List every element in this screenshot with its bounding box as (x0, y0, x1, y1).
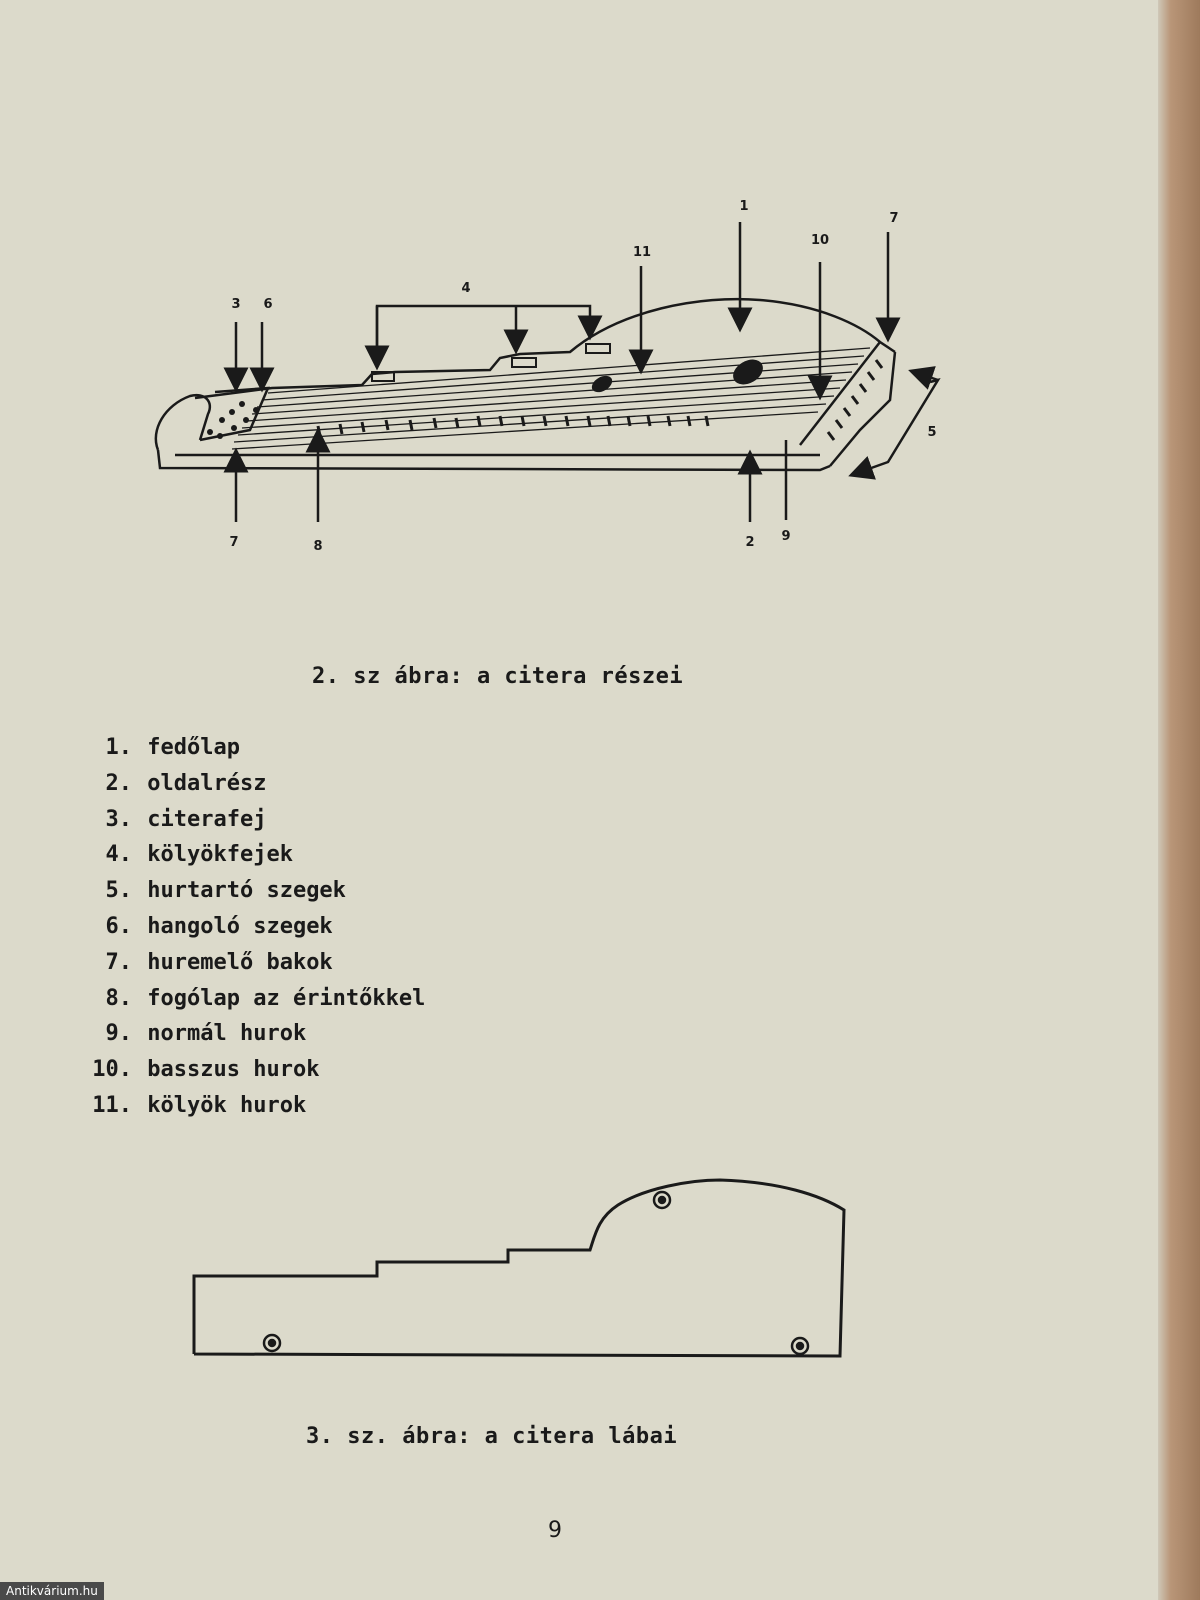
list-item: 6. hangoló szegek (105, 913, 333, 939)
tuning-pegs (207, 401, 259, 439)
document-page: 1 11 10 7 4 3 6 5 7 8 2 9 2. sz ábra: a … (0, 0, 1168, 1600)
sound-hole-large (733, 359, 763, 385)
callout-6: 6 (263, 297, 272, 312)
kolyokfej-pegs (371, 343, 611, 382)
callout-3: 3 (231, 297, 240, 312)
list-item: 3. citerafej (105, 806, 267, 832)
zither-body (154, 297, 897, 472)
list-item: 1. fedőlap (105, 735, 240, 760)
callout-11: 11 (633, 245, 651, 260)
zither-feet-diagram (192, 1178, 846, 1358)
list-item: 7. huremelő bakok (105, 949, 333, 975)
list-item: 2. oldalrész (105, 770, 267, 796)
feet (262, 1190, 810, 1356)
figure-2-caption: 2. sz ábra: a citera részei (312, 664, 684, 689)
zither-parts-diagram: 1 11 10 7 4 3 6 5 7 8 2 9 (154, 199, 941, 554)
list-item: 9. normál hurok (105, 1021, 307, 1047)
callout-9: 9 (781, 529, 790, 544)
parts-list: 1. fedőlap 2. oldalrész 3. citerafej 4. … (76, 730, 425, 1124)
callout-7-right: 7 (889, 211, 898, 226)
list-item: 10. basszus hurok (92, 1057, 320, 1083)
callout-2: 2 (745, 535, 754, 550)
list-item: 11. kölyök hurok (92, 1092, 307, 1118)
callout-4: 4 (461, 281, 470, 296)
page-number: 9 (548, 1518, 562, 1543)
callout-10: 10 (811, 233, 829, 248)
callout-8: 8 (313, 539, 322, 554)
list-item: 5. hurtartó szegek (105, 878, 346, 904)
list-item: 8. fogólap az érintőkkel (105, 985, 426, 1011)
callout-1: 1 (739, 199, 748, 214)
figure-3-caption: 3. sz. ábra: a citera lábai (306, 1424, 678, 1449)
watermark: Antikvárium.hu (0, 1582, 104, 1600)
zither-outline (192, 1178, 846, 1358)
list-item: 4. kölyökfejek (105, 842, 293, 868)
callout-arrows (223, 222, 941, 522)
sound-hole-small (591, 375, 613, 393)
callout-7-left: 7 (229, 535, 238, 550)
callout-5: 5 (927, 425, 936, 440)
hitch-pins (826, 359, 884, 441)
book-binding-edge (1158, 0, 1200, 1600)
